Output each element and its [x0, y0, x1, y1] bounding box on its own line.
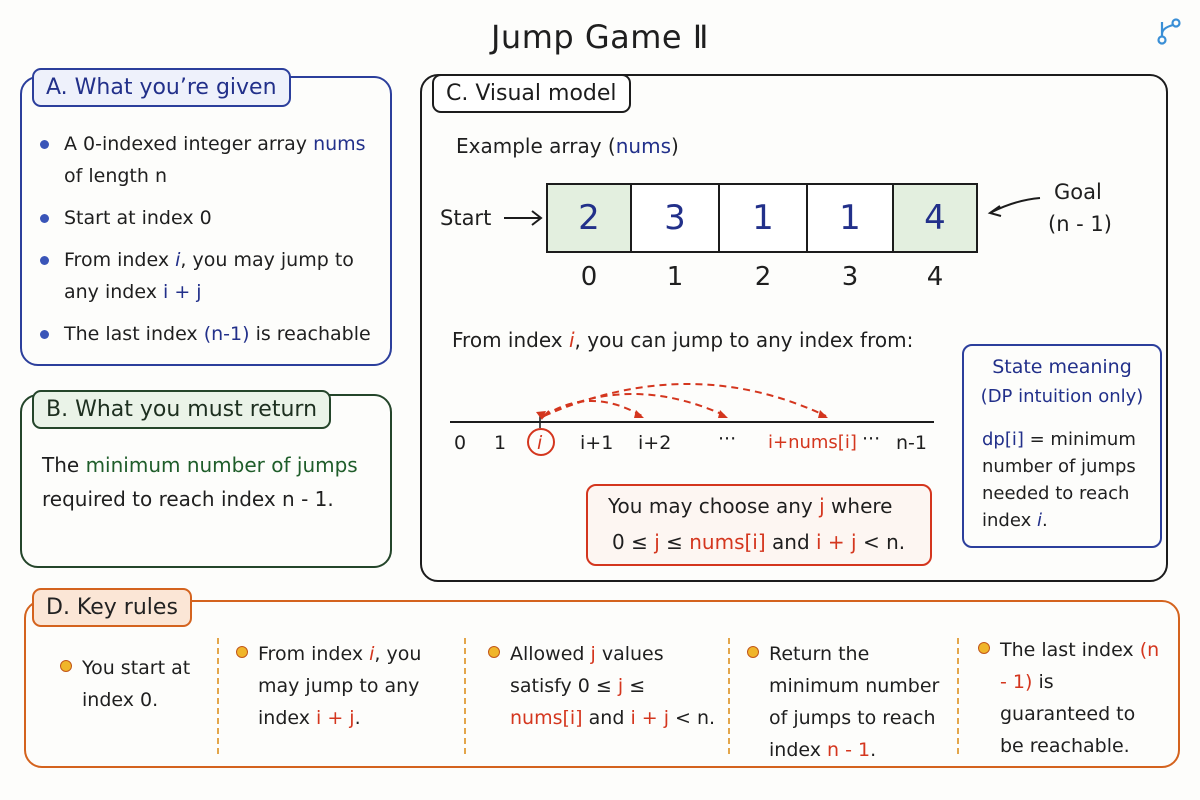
- axis-label: n-1: [896, 432, 927, 454]
- axis-ellipsis: ···: [862, 428, 881, 450]
- number-line: [450, 383, 934, 456]
- dashed-jump-arrow-icon: [541, 383, 827, 419]
- array-cell: 2: [546, 183, 632, 253]
- rule-divider: [728, 638, 730, 754]
- goal-label: Goal: [1054, 180, 1102, 204]
- array-cell: 1: [806, 183, 894, 253]
- axis-label-i: i: [537, 432, 543, 454]
- array-index: 2: [754, 262, 772, 292]
- return-description: The minimum number of jumps required to …: [42, 453, 358, 511]
- arrow-right-icon: [504, 210, 543, 226]
- array-index: 1: [666, 262, 684, 292]
- rule-item: Allowed j values satisfy 0 ≤ j ≤ nums[i]…: [488, 638, 722, 734]
- array-index: 4: [926, 262, 944, 292]
- state-title: State meaning: [992, 356, 1132, 378]
- page-title: Jump Game Ⅱ: [490, 18, 710, 56]
- rule-item: From index i, you may jump to any index …: [236, 638, 458, 734]
- rules-row: You start at index 0. From index i, you …: [24, 624, 1180, 761]
- from-index-caption: From index i, you can jump to any index …: [452, 328, 914, 352]
- panel-return-tag: B. What you must return: [32, 390, 332, 429]
- axis-label-reach: i+nums[i]: [768, 432, 857, 453]
- goal-sub-label: (n - 1): [1048, 212, 1112, 236]
- axis-ellipsis: ···: [718, 428, 737, 450]
- rule-divider: [217, 638, 219, 754]
- given-item: A 0-indexed integer array nums of length…: [40, 128, 380, 192]
- bullet-dot-icon: [747, 646, 759, 658]
- panel-rules-tag: D. Key rules: [32, 588, 192, 627]
- axis-label: 0: [454, 432, 467, 454]
- given-item: The last index (n-1) is reachable: [40, 318, 380, 350]
- panel-visual-tag: C. Visual model: [432, 74, 631, 113]
- axis-label: i+1: [580, 432, 614, 454]
- array-index: 3: [841, 262, 859, 292]
- bullet-dot-icon: [60, 660, 72, 672]
- bullet-dot-icon: [40, 330, 49, 339]
- rule-item: The last index (n - 1) is guaranteed to …: [978, 634, 1160, 762]
- array-cell: 3: [630, 183, 720, 253]
- rule-divider: [464, 638, 466, 754]
- given-list: A 0-indexed integer array nums of length…: [40, 128, 380, 360]
- bullet-dot-icon: [40, 256, 49, 265]
- bullet-dot-icon: [236, 646, 248, 658]
- bullet-dot-icon: [978, 642, 990, 654]
- given-item: From index i, you may jump to any index …: [40, 244, 380, 308]
- array-cell: 1: [718, 183, 808, 253]
- given-item: Start at index 0: [40, 202, 380, 234]
- state-meaning-box: [962, 344, 1162, 548]
- example-array-label: Example array (nums): [456, 134, 679, 158]
- bullet-dot-icon: [488, 646, 500, 658]
- choose-j-line1: You may choose any j where: [608, 494, 893, 518]
- bullet-dot-icon: [40, 214, 49, 223]
- choose-j-line2: 0 ≤ j ≤ nums[i] and i + j < n.: [612, 530, 906, 554]
- rule-item: Return the minimum number of jumps to re…: [747, 638, 949, 766]
- state-body: dp[i] = minimum number of jumps needed t…: [982, 429, 1136, 531]
- state-subtitle: (DP intuition only): [980, 386, 1144, 407]
- axis-label: i+2: [638, 432, 672, 454]
- choose-j-box: [586, 484, 932, 566]
- arrow-left-icon: [987, 197, 1041, 217]
- panel-given-tag: A. What you’re given: [32, 68, 291, 107]
- panel-key-rules: [24, 600, 1180, 768]
- array-cell: 4: [892, 183, 978, 253]
- rule-item: You start at index 0.: [60, 652, 212, 716]
- branch-logo-icon: [1157, 18, 1181, 45]
- start-label: Start: [440, 206, 492, 230]
- array-index: 0: [580, 262, 598, 292]
- axis-label: 1: [494, 432, 507, 454]
- panel-visual-model: [420, 74, 1168, 582]
- bullet-dot-icon: [40, 140, 49, 149]
- rule-divider: [957, 638, 959, 754]
